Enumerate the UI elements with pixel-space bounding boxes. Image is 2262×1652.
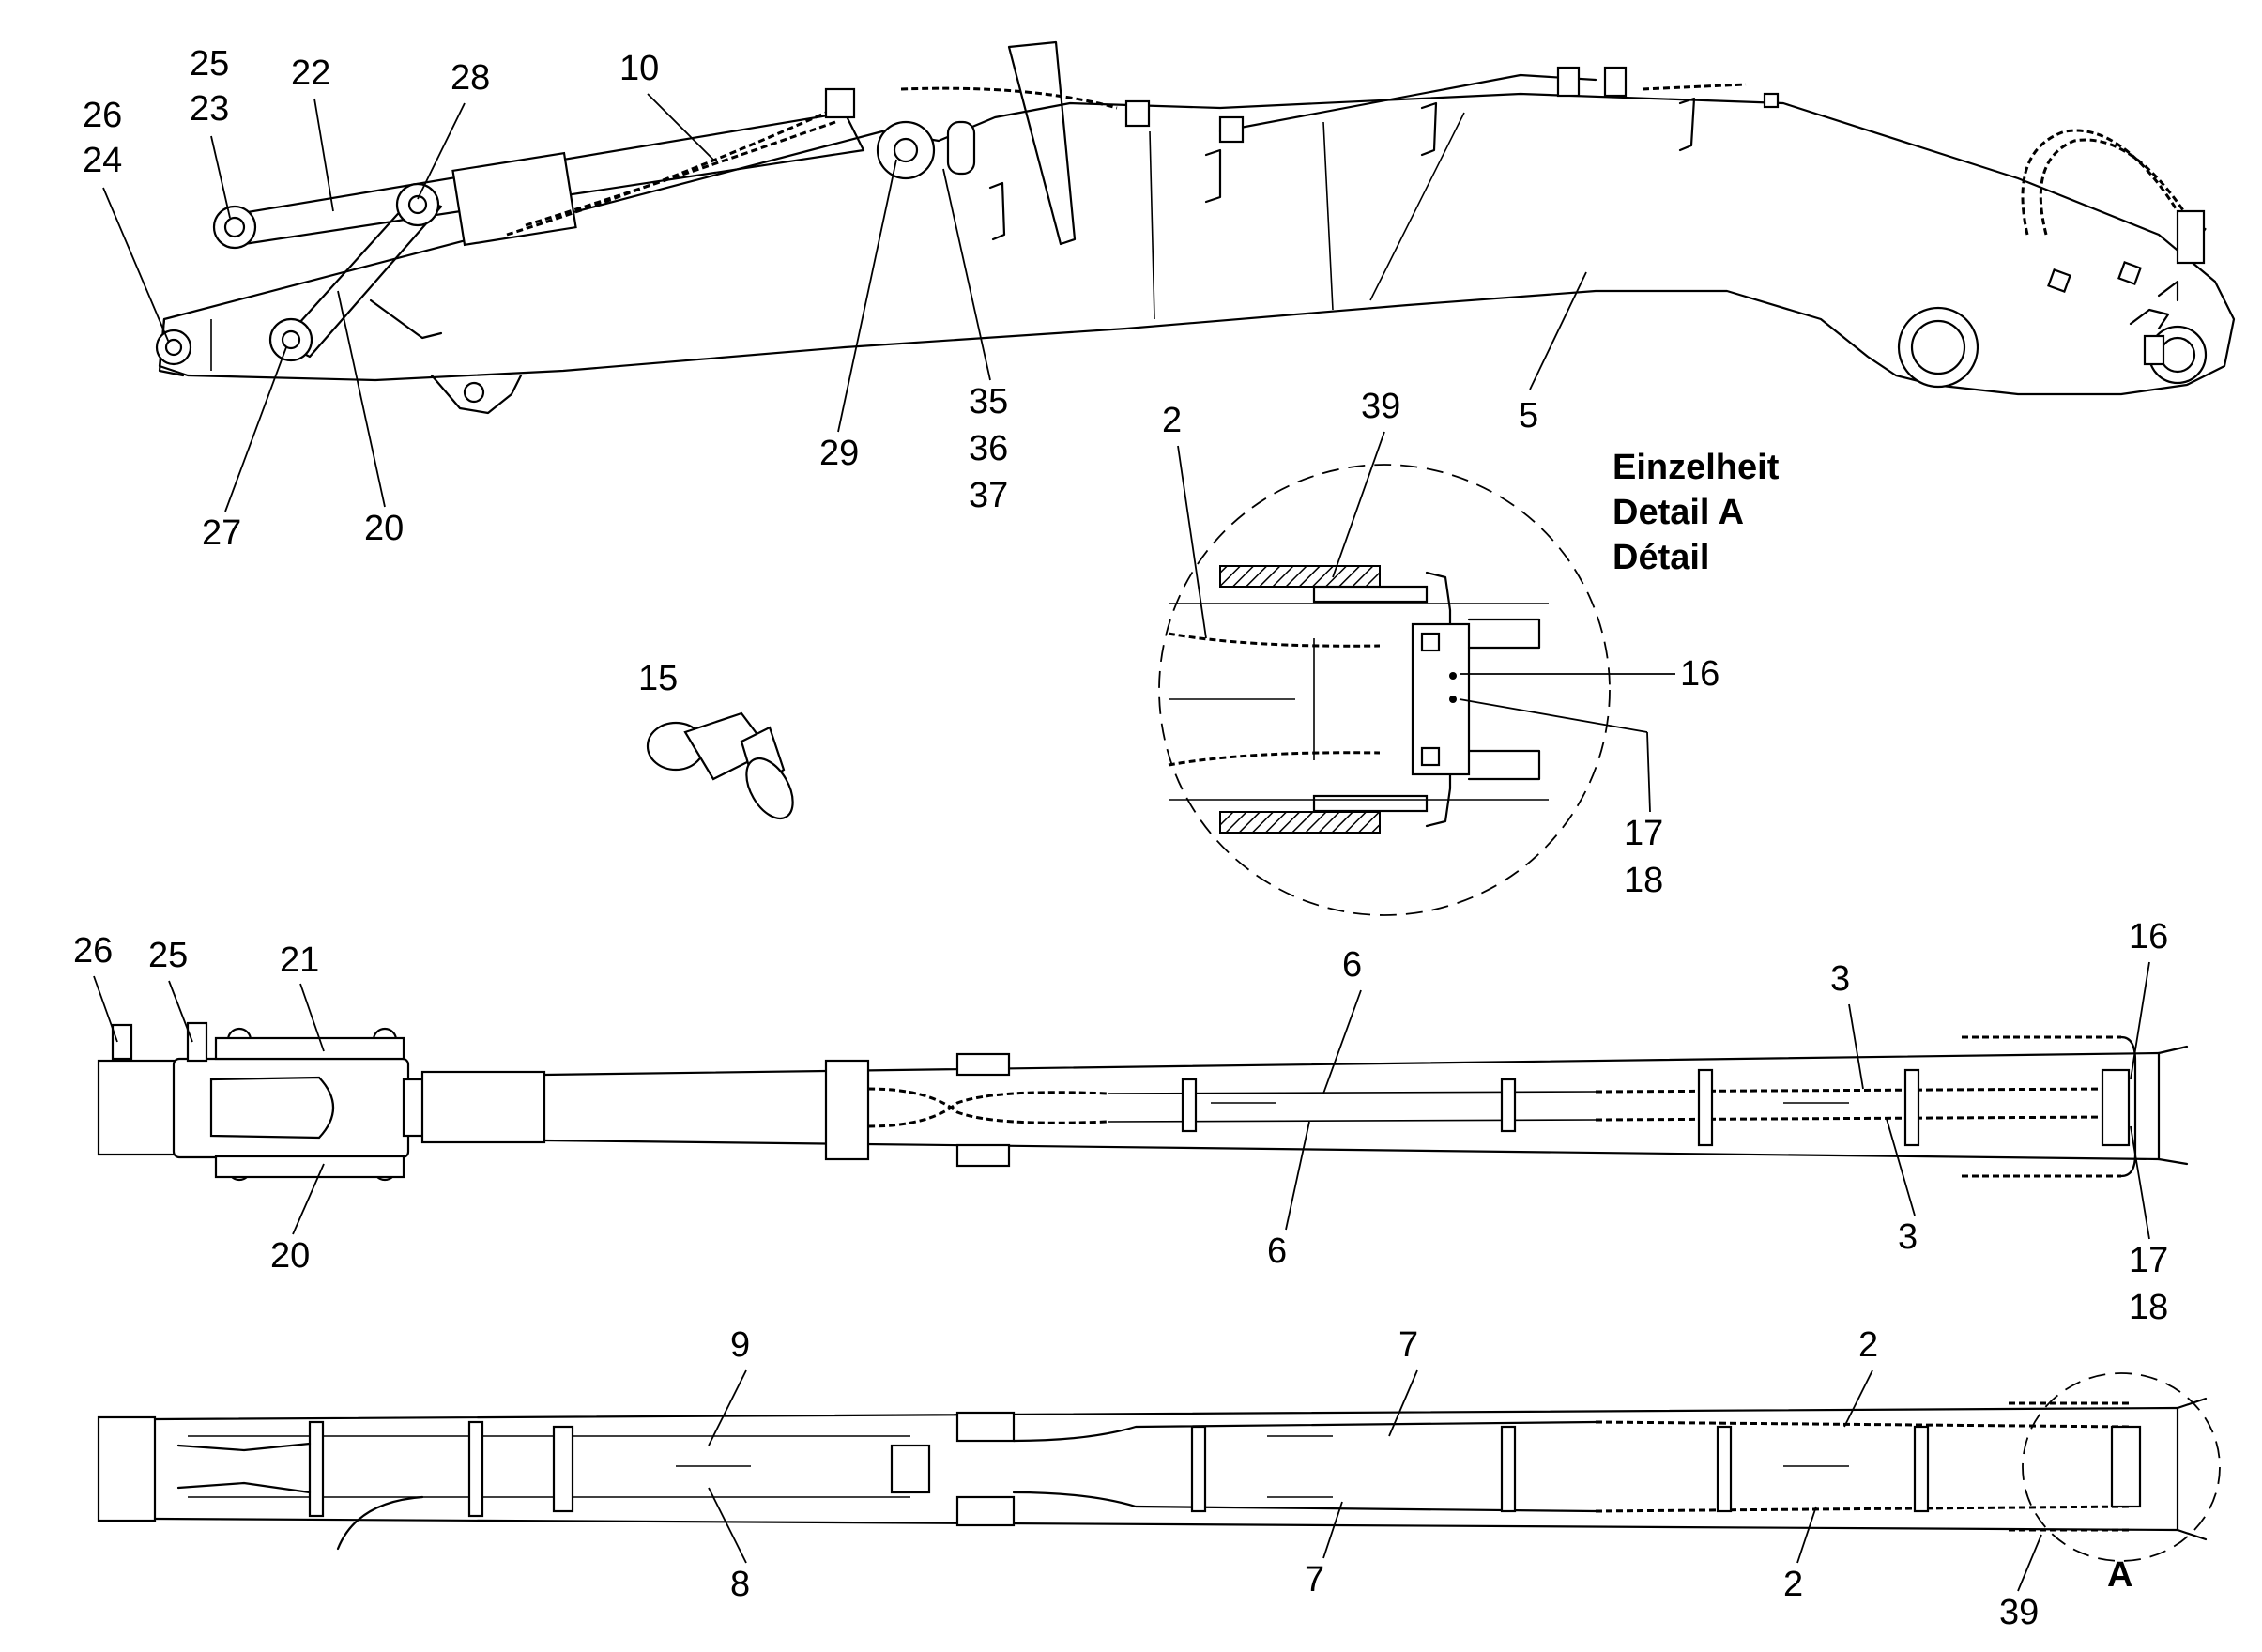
callout-22: 22 [291, 54, 330, 93]
callout-35: 35 [969, 382, 1008, 421]
callout-15: 15 [638, 659, 678, 698]
detail-callout-17: 17 [1624, 814, 1663, 853]
boom-top-view [97, 1021, 2189, 1182]
bottom-callout-7-lower: 7 [1305, 1560, 1324, 1599]
callout-27: 27 [202, 513, 241, 553]
bottom-callout-39: 39 [1999, 1593, 2039, 1632]
callout-25: 25 [190, 44, 229, 84]
callout-20-side: 20 [364, 509, 404, 548]
top-callout-17: 17 [2129, 1241, 2168, 1280]
callout-5: 5 [1519, 396, 1538, 436]
bottom-callout-8: 8 [730, 1565, 750, 1604]
detail-callout-2: 2 [1162, 401, 1182, 440]
boom-bottom-view [97, 1372, 2221, 1562]
top-callout-6-lower: 6 [1267, 1231, 1287, 1271]
detail-callout-18: 18 [1624, 861, 1663, 900]
callout-36: 36 [969, 429, 1008, 468]
top-callout-21: 21 [280, 941, 319, 980]
boom-side-view [155, 40, 2236, 415]
bottom-callout-7-upper: 7 [1398, 1325, 1418, 1365]
side-view-callouts: 26 24 25 23 22 28 10 27 20 29 35 36 37 5 [83, 44, 1587, 553]
detail-title-de: Einzelheit [1612, 448, 1780, 487]
bottom-callout-2-lower: 2 [1783, 1565, 1803, 1604]
top-callout-3-upper: 3 [1830, 959, 1850, 999]
callout-28: 28 [451, 58, 490, 98]
top-callout-18: 18 [2129, 1288, 2168, 1327]
detail-callout-39: 39 [1361, 387, 1400, 426]
fitting-15: 15 [638, 659, 794, 820]
detail-title-fr: Détail [1612, 538, 1709, 577]
bottom-view-callouts: 9 8 7 7 2 2 39 A [708, 1325, 2132, 1632]
top-callout-6-upper: 6 [1342, 945, 1362, 985]
detail-a-view: 2 39 16 17 18 Einzelheit Detail A Détail [1158, 387, 1780, 916]
callout-37: 37 [969, 476, 1008, 515]
top-callout-20: 20 [270, 1236, 310, 1276]
callout-26: 26 [83, 96, 122, 135]
top-callout-26: 26 [73, 931, 113, 971]
detail-callout-16: 16 [1680, 654, 1719, 694]
bottom-callout-9: 9 [730, 1325, 750, 1365]
top-view-callouts: 26 25 21 20 6 6 3 3 16 17 18 [73, 917, 2168, 1327]
top-callout-16: 16 [2129, 917, 2168, 956]
bottom-callout-2-upper: 2 [1858, 1325, 1878, 1365]
top-callout-25: 25 [148, 936, 188, 975]
callout-29: 29 [819, 434, 859, 473]
detail-a-marker: A [2107, 1555, 2132, 1595]
detail-title-en: Detail A [1612, 493, 1744, 532]
callout-24: 24 [83, 141, 122, 180]
callout-10: 10 [619, 49, 659, 88]
callout-23: 23 [190, 89, 229, 129]
top-callout-3-lower: 3 [1898, 1217, 1918, 1257]
